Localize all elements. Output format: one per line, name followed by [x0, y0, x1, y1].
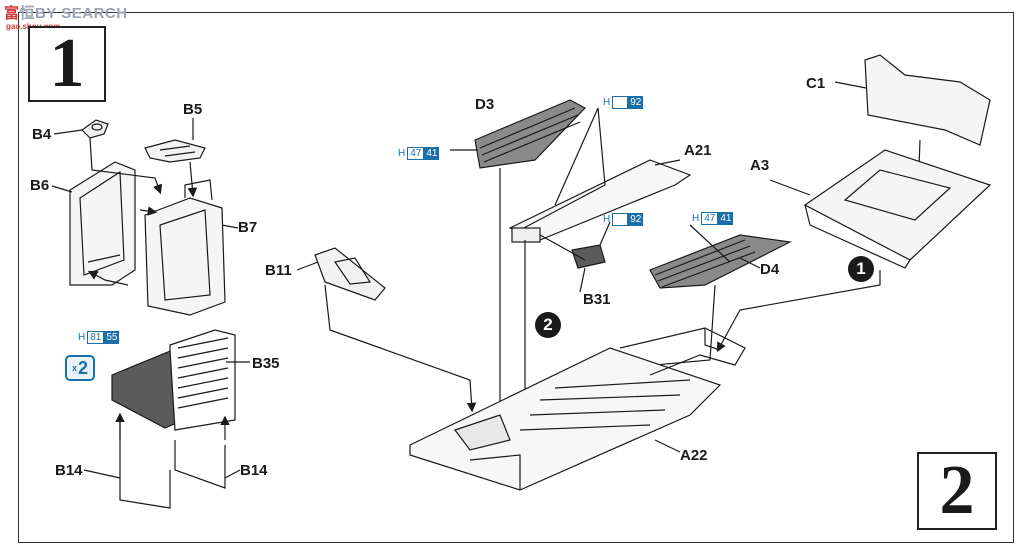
part-d4-grille	[649, 234, 792, 289]
part-d3-grille	[474, 99, 586, 169]
label-b4: B4	[32, 126, 52, 143]
part-b35-seat	[111, 329, 236, 431]
paint-h: H	[692, 213, 700, 224]
label-b31: B31	[583, 291, 611, 308]
paint-color-2: 92	[628, 213, 644, 226]
paint-color-1: 47	[701, 212, 719, 225]
paint-color-1: 81	[87, 331, 105, 344]
page-frame	[18, 12, 1014, 543]
part-b31-bracket	[571, 244, 606, 269]
part-a22-floor	[409, 347, 722, 491]
watermark-prefix: 富	[4, 5, 20, 22]
paint-color-2: 41	[424, 147, 440, 160]
step-number-1: 1	[28, 25, 106, 102]
label-b11: B11	[265, 262, 292, 279]
paint-h: H	[603, 214, 611, 225]
part-b11-panel	[314, 247, 386, 301]
part-a3-platform	[803, 149, 992, 269]
label-b7: B7	[238, 219, 258, 236]
part-b14-frame-right	[174, 440, 226, 489]
step-number-2: 2	[917, 452, 997, 530]
label-d3: D3	[475, 96, 495, 113]
paint-blank	[612, 96, 629, 109]
paint-color-2: 92	[628, 96, 644, 109]
part-a22-rear-frame	[619, 327, 746, 376]
label-b5: B5	[183, 101, 203, 118]
paint-code-b35: H 81 55	[78, 331, 120, 344]
paint-code-d3: H 47 41	[398, 147, 440, 160]
watermark-site: 恒BY SEARCH	[19, 5, 128, 22]
paint-h: H	[78, 332, 86, 343]
watermark: 富恒BY SEARCH	[4, 2, 128, 23]
part-b7-jerrycan-half	[144, 179, 226, 316]
label-b14-left: B14	[55, 462, 83, 479]
label-a21: A21	[684, 142, 712, 159]
part-b4-cap	[81, 119, 109, 139]
part-a21-rail	[508, 159, 692, 243]
part-b6-jerrycan-half	[69, 161, 136, 286]
paint-code-d4: H 47 41	[692, 212, 734, 225]
sequence-marker-2: 2	[535, 312, 561, 338]
quantity-count: 2	[78, 357, 89, 378]
label-d4: D4	[760, 261, 780, 278]
paint-h: H	[398, 148, 406, 159]
part-c1	[864, 54, 991, 146]
paint-blank	[612, 213, 629, 226]
part-b14-frame-left	[119, 420, 171, 509]
paint-code-a21: H 92	[603, 96, 644, 109]
paint-code-b31: H 92	[603, 213, 644, 226]
label-b14-right: B14	[240, 462, 268, 479]
paint-color-2: 55	[104, 331, 120, 344]
part-b5-handle	[144, 139, 206, 163]
label-b35: B35	[252, 355, 280, 372]
paint-color-2: 41	[718, 212, 734, 225]
sequence-marker-1: 1	[848, 256, 874, 282]
quantity-prefix: x	[71, 363, 77, 373]
label-b6: B6	[30, 177, 50, 194]
label-c1: C1	[806, 75, 826, 92]
paint-color-1: 47	[407, 147, 425, 160]
label-a3: A3	[750, 157, 770, 174]
paint-h: H	[603, 97, 611, 108]
label-a22: A22	[680, 447, 708, 464]
